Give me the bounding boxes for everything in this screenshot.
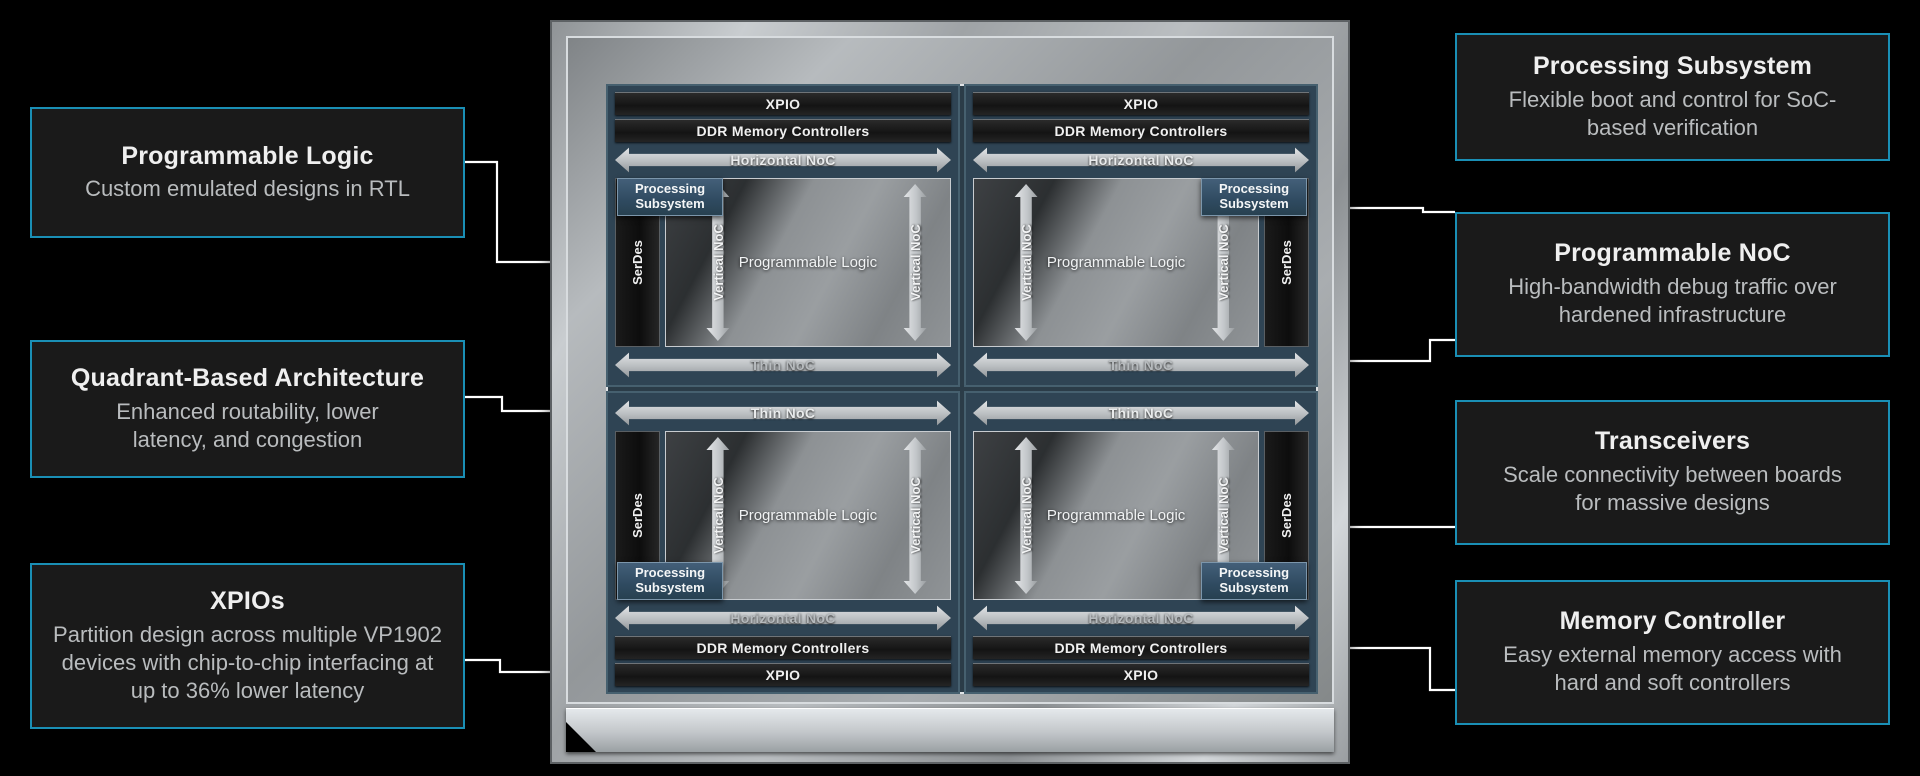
ddr-bar: DDR Memory Controllers — [615, 119, 951, 142]
thin-noc-arrow: Thin NoC — [973, 399, 1309, 427]
thin-noc-label: Thin NoC — [1108, 357, 1174, 373]
vertical-noc-label: Vertical NoC — [1215, 477, 1231, 554]
thin-noc-label: Thin NoC — [1108, 405, 1174, 421]
xpio-bar: XPIO — [973, 663, 1309, 686]
horizontal-noc-arrow: Horizontal NoC — [615, 146, 951, 174]
card-title: Transceivers — [1594, 427, 1751, 456]
xpio-label: XPIO — [1123, 95, 1159, 112]
card-title: Processing Subsystem — [1532, 51, 1813, 80]
programmable-logic-block: Vertical NoC Programmable Logic Vertical… — [973, 178, 1260, 347]
xpio-bar: XPIO — [615, 92, 951, 115]
connector-quadrant-architecture — [465, 395, 560, 413]
processing-subsystem-badge: Processing Subsystem — [1201, 178, 1307, 216]
ddr-label: DDR Memory Controllers — [1054, 122, 1228, 139]
ddr-bar: DDR Memory Controllers — [973, 636, 1309, 659]
xpio-bar: XPIO — [973, 92, 1309, 115]
vertical-noc-label: Vertical NoC — [1215, 224, 1231, 301]
ddr-bar: DDR Memory Controllers — [973, 119, 1309, 142]
quadrant-top-left: XPIO DDR Memory Controllers Horizontal N… — [606, 84, 960, 387]
card-body: High-bandwidth debug traffic over harden… — [1508, 274, 1837, 328]
processing-subsystem-badge: Processing Subsystem — [617, 562, 723, 600]
processing-subsystem-badge: Processing Subsystem — [617, 178, 723, 216]
horizontal-noc-label: Horizontal NoC — [1088, 610, 1194, 626]
horizontal-noc-label: Horizontal NoC — [730, 610, 836, 626]
xpio-bar: XPIO — [615, 663, 951, 686]
card-quadrant-based-architecture[interactable]: Quadrant-Based Architecture Enhanced rou… — [30, 340, 465, 478]
vertical-noc-arrow-right: Vertical NoC — [902, 437, 928, 594]
serdes-label: SerDes — [629, 240, 645, 285]
vertical-noc-arrow-right: Vertical NoC — [902, 184, 928, 341]
vertical-noc-label: Vertical NoC — [907, 477, 923, 554]
processing-subsystem-badge: Processing Subsystem — [1201, 562, 1307, 600]
chip-package: XPIO DDR Memory Controllers Horizontal N… — [552, 22, 1348, 762]
card-title: Quadrant-Based Architecture — [70, 363, 425, 392]
quadrant-bottom-left: XPIO DDR Memory Controllers Horizontal N… — [606, 391, 960, 694]
xpio-label: XPIO — [1123, 666, 1159, 683]
card-title: Memory Controller — [1559, 607, 1786, 636]
card-memory-controller[interactable]: Memory Controller Easy external memory a… — [1455, 580, 1890, 725]
ddr-label: DDR Memory Controllers — [696, 639, 870, 656]
ddr-label: DDR Memory Controllers — [1054, 639, 1228, 656]
card-title: Programmable NoC — [1554, 239, 1791, 268]
quadrant-core: Vertical NoC Programmable Logic Vertical… — [973, 178, 1309, 347]
programmable-logic-label: Programmable Logic — [1046, 506, 1186, 524]
programmable-logic-label: Programmable Logic — [1046, 253, 1186, 271]
vertical-noc-arrow-left: Vertical NoC — [1013, 184, 1039, 341]
thin-noc-label: Thin NoC — [750, 357, 816, 373]
serdes-label: SerDes — [1279, 493, 1295, 538]
horizontal-noc-label: Horizontal NoC — [1088, 152, 1194, 168]
xpio-label: XPIO — [765, 666, 801, 683]
serdes-label: SerDes — [1279, 240, 1295, 285]
thin-noc-arrow: Thin NoC — [615, 351, 951, 379]
card-programmable-logic[interactable]: Programmable Logic Custom emulated desig… — [30, 107, 465, 238]
thin-noc-arrow: Thin NoC — [615, 399, 951, 427]
serdes-label: SerDes — [629, 493, 645, 538]
quadrant-core: Vertical NoC Programmable Logic Vertical… — [973, 431, 1309, 600]
vertical-noc-label: Vertical NoC — [1018, 477, 1034, 554]
card-title: XPIOs — [210, 586, 285, 615]
card-body: Scale connectivity between boards for ma… — [1503, 462, 1842, 516]
vertical-noc-label: Vertical NoC — [710, 477, 726, 554]
chip-package-base — [566, 708, 1334, 752]
programmable-logic-label: Programmable Logic — [738, 506, 878, 524]
card-body: Enhanced routability, lower latency, and… — [116, 398, 379, 452]
horizontal-noc-arrow: Horizontal NoC — [973, 604, 1309, 632]
programmable-logic-label: Programmable Logic — [738, 253, 878, 271]
quadrant-top-right: XPIO DDR Memory Controllers Horizontal N… — [964, 84, 1318, 387]
quadrant-core: SerDes Vertical NoC Programmable Logic V… — [615, 431, 951, 600]
vertical-noc-label: Vertical NoC — [907, 224, 923, 301]
card-body: Easy external memory access with hard an… — [1503, 642, 1842, 696]
horizontal-noc-arrow: Horizontal NoC — [615, 604, 951, 632]
card-body: Flexible boot and control for SoC-based … — [1508, 86, 1837, 140]
card-body: Custom emulated designs in RTL — [85, 176, 410, 202]
chip-package-inner: XPIO DDR Memory Controllers Horizontal N… — [566, 36, 1334, 704]
card-xpios[interactable]: XPIOs Partition design across multiple V… — [30, 563, 465, 729]
xpio-label: XPIO — [765, 95, 801, 112]
horizontal-noc-label: Horizontal NoC — [730, 152, 836, 168]
vertical-noc-arrow-left: Vertical NoC — [1013, 437, 1039, 594]
chip-die: XPIO DDR Memory Controllers Horizontal N… — [606, 84, 1318, 694]
ddr-label: DDR Memory Controllers — [696, 122, 870, 139]
quadrant-bottom-right: XPIO DDR Memory Controllers Horizontal N… — [964, 391, 1318, 694]
vertical-noc-label: Vertical NoC — [1018, 224, 1034, 301]
ddr-bar: DDR Memory Controllers — [615, 636, 951, 659]
vertical-noc-label: Vertical NoC — [710, 224, 726, 301]
horizontal-noc-arrow: Horizontal NoC — [973, 146, 1309, 174]
thin-noc-label: Thin NoC — [750, 405, 816, 421]
card-body: Partition design across multiple VP1902 … — [53, 621, 442, 703]
quadrant-core: SerDes Vertical NoC Programmable Logic V… — [615, 178, 951, 347]
card-title: Programmable Logic — [121, 141, 374, 170]
card-programmable-noc[interactable]: Programmable NoC High-bandwidth debug tr… — [1455, 212, 1890, 357]
card-transceivers[interactable]: Transceivers Scale connectivity between … — [1455, 400, 1890, 545]
card-processing-subsystem[interactable]: Processing Subsystem Flexible boot and c… — [1455, 33, 1890, 161]
thin-noc-arrow: Thin NoC — [973, 351, 1309, 379]
